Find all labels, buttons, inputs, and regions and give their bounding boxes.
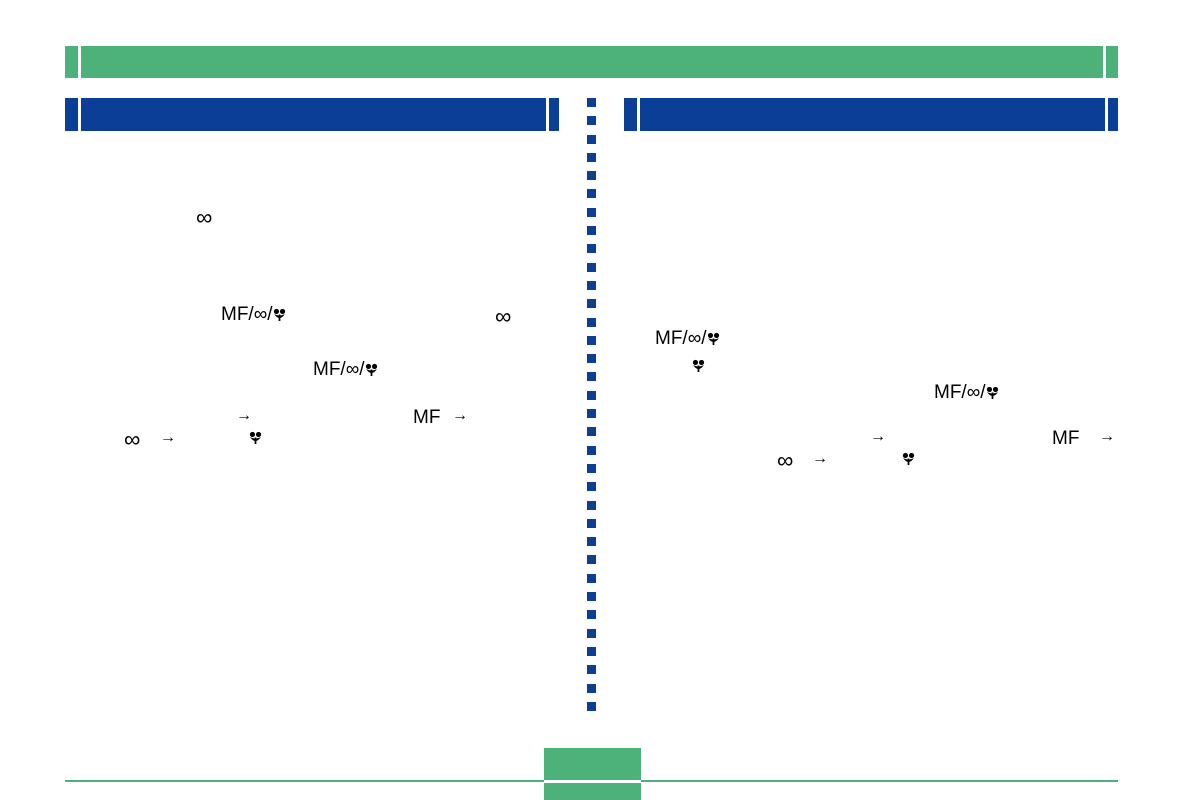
macro-flower-icon bbox=[365, 363, 377, 376]
macro-flower-icon bbox=[986, 386, 998, 399]
macro-flower-icon bbox=[249, 431, 262, 444]
infinity-symbol: ∞ bbox=[495, 303, 512, 329]
mf-infinity-label: MF/∞/ bbox=[221, 304, 273, 325]
right-section-header-bar bbox=[624, 98, 1118, 131]
arrow-right-icon: → bbox=[812, 450, 828, 467]
mf-label: MF bbox=[1052, 428, 1080, 449]
arrow-right-icon: → bbox=[870, 428, 886, 445]
macro-flower-icon bbox=[692, 359, 705, 372]
mf-infinity-macro-button-label: MF/∞/ bbox=[221, 304, 286, 326]
macro-flower-icon bbox=[273, 308, 285, 321]
center-dotted-divider bbox=[587, 98, 596, 720]
infinity-symbol: ∞ bbox=[124, 426, 141, 452]
left-section-header-bar bbox=[65, 98, 559, 131]
page-number-tab bbox=[544, 748, 641, 800]
mf-infinity-label: MF/∞/ bbox=[934, 382, 986, 403]
chapter-header-bar bbox=[65, 46, 1118, 78]
macro-flower-icon bbox=[707, 332, 719, 345]
mf-infinity-macro-button-label: MF/∞/ bbox=[313, 359, 378, 381]
mf-label: MF bbox=[413, 407, 441, 428]
infinity-symbol: ∞ bbox=[196, 204, 213, 230]
arrow-right-icon: → bbox=[160, 429, 176, 446]
mf-infinity-label: MF/∞/ bbox=[313, 359, 365, 380]
mf-infinity-macro-button-label: MF/∞/ bbox=[934, 382, 999, 404]
infinity-symbol: ∞ bbox=[777, 447, 794, 473]
arrow-right-icon: → bbox=[236, 407, 252, 424]
mf-infinity-macro-button-label: MF/∞/ bbox=[655, 328, 720, 350]
arrow-right-icon: → bbox=[1099, 428, 1115, 445]
mf-infinity-label: MF/∞/ bbox=[655, 328, 707, 349]
arrow-right-icon: → bbox=[452, 407, 468, 424]
macro-flower-icon bbox=[902, 452, 915, 465]
